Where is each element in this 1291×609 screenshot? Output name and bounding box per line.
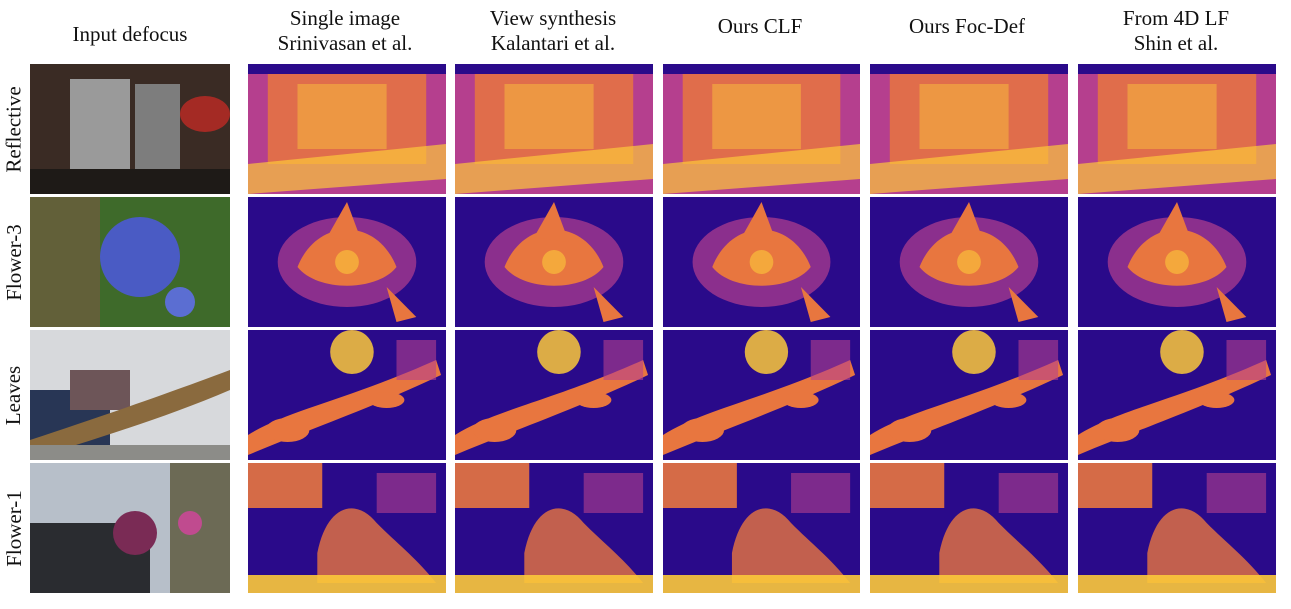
depth-map-image bbox=[455, 330, 653, 460]
depth-map-image bbox=[870, 463, 1068, 593]
row-label-flower-3: Flower-3 bbox=[0, 197, 28, 327]
column-header-ours-clf: Ours CLF bbox=[660, 6, 860, 39]
column-header-line bbox=[867, 6, 1067, 14]
depth-map-image bbox=[663, 463, 860, 593]
depth-map-image bbox=[248, 463, 446, 593]
depth-map-image bbox=[455, 463, 653, 593]
column-header-ours-foc-def: Ours Foc-Def bbox=[867, 6, 1067, 39]
depth-map-image bbox=[248, 197, 446, 327]
depth-map-image bbox=[1078, 330, 1276, 460]
depth-map-image bbox=[870, 330, 1068, 460]
column-header-line: Input defocus bbox=[72, 22, 188, 46]
depth-map-image bbox=[1078, 64, 1276, 194]
row-label-leaves: Leaves bbox=[0, 330, 28, 460]
column-header-view-synthesis: View synthesis Kalantari et al. bbox=[453, 6, 653, 56]
column-header-line: From 4D LF bbox=[1122, 6, 1230, 30]
depth-map-image bbox=[1078, 463, 1276, 593]
column-header-line: Kalantari et al. bbox=[490, 31, 616, 55]
input-image bbox=[30, 330, 230, 460]
depth-map-image bbox=[1078, 197, 1276, 327]
depth-map-image bbox=[663, 64, 860, 194]
row-label-text: Flower-3 bbox=[1, 223, 26, 301]
input-image bbox=[30, 197, 230, 327]
column-header-4d-lf: From 4D LF Shin et al. bbox=[1076, 6, 1276, 56]
depth-map-image bbox=[870, 64, 1068, 194]
column-header-line: Srinivasan et al. bbox=[277, 31, 413, 55]
depth-map-image bbox=[663, 197, 860, 327]
input-image bbox=[30, 463, 230, 593]
column-header-line: Ours CLF bbox=[717, 14, 803, 38]
depth-map-image bbox=[870, 197, 1068, 327]
column-header-single-image: Single image Srinivasan et al. bbox=[245, 6, 445, 56]
column-header-line: Ours Foc-Def bbox=[908, 14, 1026, 38]
depth-map-image bbox=[663, 330, 860, 460]
depth-map-image bbox=[455, 197, 653, 327]
row-label-flower-1: Flower-1 bbox=[0, 463, 28, 593]
row-label-text: Flower-1 bbox=[1, 489, 26, 567]
column-header-input: Input defocus bbox=[30, 22, 230, 47]
column-header-line: Shin et al. bbox=[1133, 31, 1219, 55]
row-label-reflective: Reflective bbox=[0, 64, 28, 194]
input-image bbox=[30, 64, 230, 194]
depth-map-image bbox=[248, 330, 446, 460]
depth-map-image bbox=[248, 64, 446, 194]
row-label-text: Leaves bbox=[1, 365, 26, 425]
depth-map-image bbox=[455, 64, 653, 194]
column-header-line: View synthesis bbox=[489, 6, 617, 30]
row-label-text: Reflective bbox=[1, 85, 26, 173]
column-header-line bbox=[660, 6, 860, 14]
column-header-line: Single image bbox=[289, 6, 401, 30]
